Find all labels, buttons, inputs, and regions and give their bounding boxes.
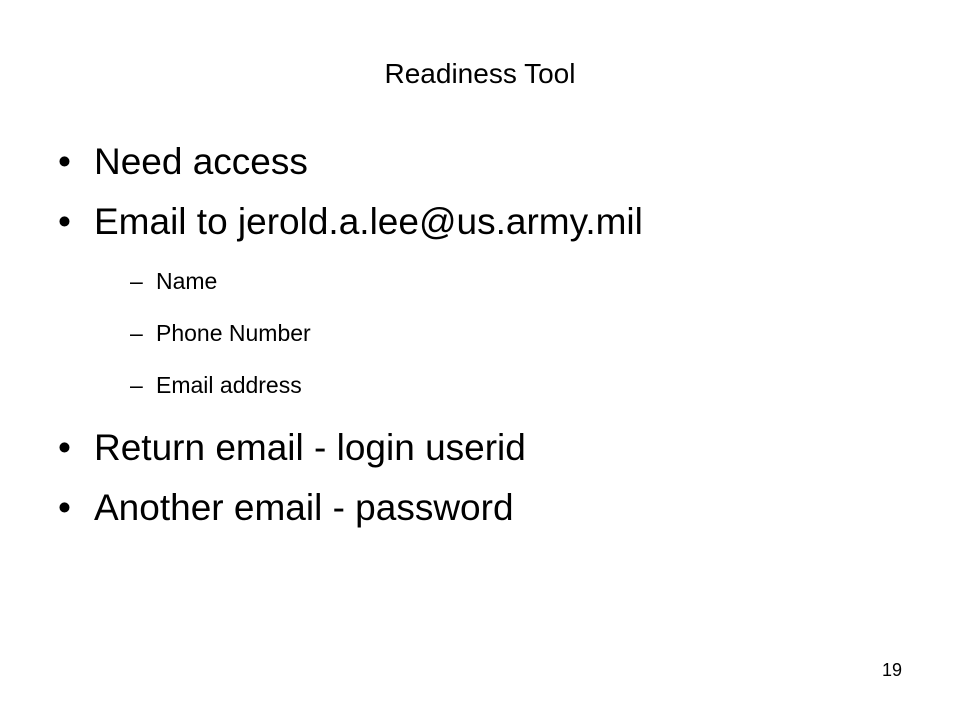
page-number: 19 — [881, 660, 902, 680]
slide-title: Readiness Tool — [384, 58, 576, 89]
bullet-text: Need access — [94, 141, 308, 182]
sub-bullet-text: Email address — [156, 372, 302, 398]
bullet-marker: • — [58, 141, 71, 182]
sub-bullet-marker: – — [130, 372, 143, 398]
bullet-text: Return email - login userid — [94, 427, 526, 468]
bullet-marker: • — [58, 487, 71, 528]
bullet-marker: • — [58, 201, 71, 242]
sub-bullet-marker: – — [130, 320, 143, 346]
sub-bullet-text: Phone Number — [156, 320, 311, 346]
sub-bullet-marker: – — [130, 268, 143, 294]
bullet-marker: • — [58, 427, 71, 468]
sub-bullet-text: Name — [156, 268, 218, 294]
bullet-text: Another email - password — [94, 487, 514, 528]
bullet-text: Email to jerold.a.lee@us.army.mil — [94, 201, 643, 242]
